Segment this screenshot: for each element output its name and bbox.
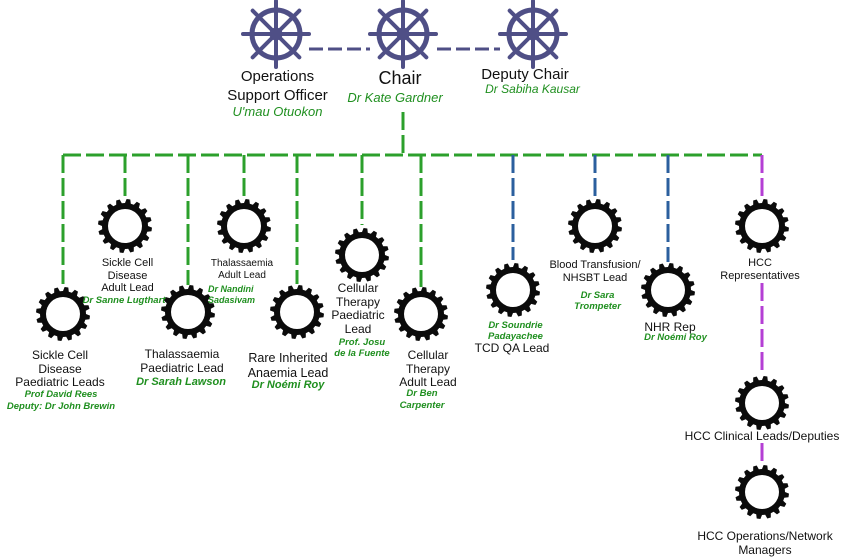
gear-icon	[394, 287, 448, 341]
rare-anaemia-name: Dr Noémi Roy	[251, 379, 325, 391]
gear-icon	[735, 376, 789, 430]
blood-transfusion-name: Dr Sara Trompeter	[574, 290, 621, 312]
gear-icon	[217, 199, 271, 253]
gear-icon	[568, 199, 622, 253]
gear-icon	[98, 199, 152, 253]
ops-name-label: U'mau Otuokon	[232, 104, 323, 119]
nhr-rep-role: NHR Rep	[644, 320, 696, 334]
gear-icon	[735, 199, 789, 253]
thal-adult-role: Thalassaemia Adult Lead	[210, 258, 274, 281]
ops-role-label: Operations Support Officer	[227, 68, 328, 104]
thal-adult-name: Dr Nandini Sadasivam	[208, 284, 256, 305]
deputy-role-label: Deputy Chair	[481, 66, 569, 83]
gear-icon	[641, 263, 695, 317]
ship-wheel-icon	[368, 0, 438, 69]
hcc-clinical-leads-role: HCC Clinical Leads/Deputies	[684, 429, 840, 443]
ct-paediatric-name: Prof. Josu de la Fuente	[334, 337, 390, 359]
hcc-representatives-role: HCC Representatives	[720, 257, 800, 282]
tcd-name: Dr Soundrie Padayachee	[488, 320, 543, 342]
gear-icon	[36, 287, 90, 341]
nhr-rep-name: Dr Noémi Roy	[644, 332, 707, 343]
chair-role-label: Chair	[378, 68, 422, 88]
rare-anaemia-role: Rare Inherited Anaemia Lead	[247, 351, 329, 380]
thal-paediatric-role: Thalassaemia Paediatric Lead	[140, 347, 224, 375]
ship-wheel-icon	[241, 0, 311, 69]
chair-name-label: Dr Kate Gardner	[347, 90, 443, 105]
ct-adult-role: Cellular Therapy Adult Lead	[399, 348, 457, 389]
tcd-role: TCD QA Lead	[474, 341, 550, 355]
thal-paediatric-name: Dr Sarah Lawson	[136, 376, 226, 388]
gear-icon	[270, 285, 324, 339]
scd-adult-name: Dr Sanne Lugthart	[82, 295, 166, 306]
ct-adult-name: Dr Ben Carpenter	[399, 388, 445, 411]
gear-icon	[486, 263, 540, 317]
scd-paediatric-names: Prof David Rees Deputy: Dr John Brewin	[6, 389, 116, 412]
gear-icon	[335, 228, 389, 282]
blood-transfusion-role: Blood Transfusion/ NHSBT Lead	[549, 259, 641, 284]
hcc-operations-role: HCC Operations/Network Managers	[697, 529, 833, 557]
deputy-name-label: Dr Sabiha Kausar	[485, 82, 580, 96]
gear-icon	[735, 465, 789, 519]
gear-icon	[161, 285, 215, 339]
ship-wheel-icon	[498, 0, 568, 69]
scd-adult-role: Sickle Cell Disease Adult Lead	[101, 257, 154, 294]
ct-paediatric-role: Cellular Therapy Paediatric Lead	[331, 281, 385, 336]
scd-paediatric-role: Sickle Cell Disease Paediatric Leads	[15, 348, 105, 389]
